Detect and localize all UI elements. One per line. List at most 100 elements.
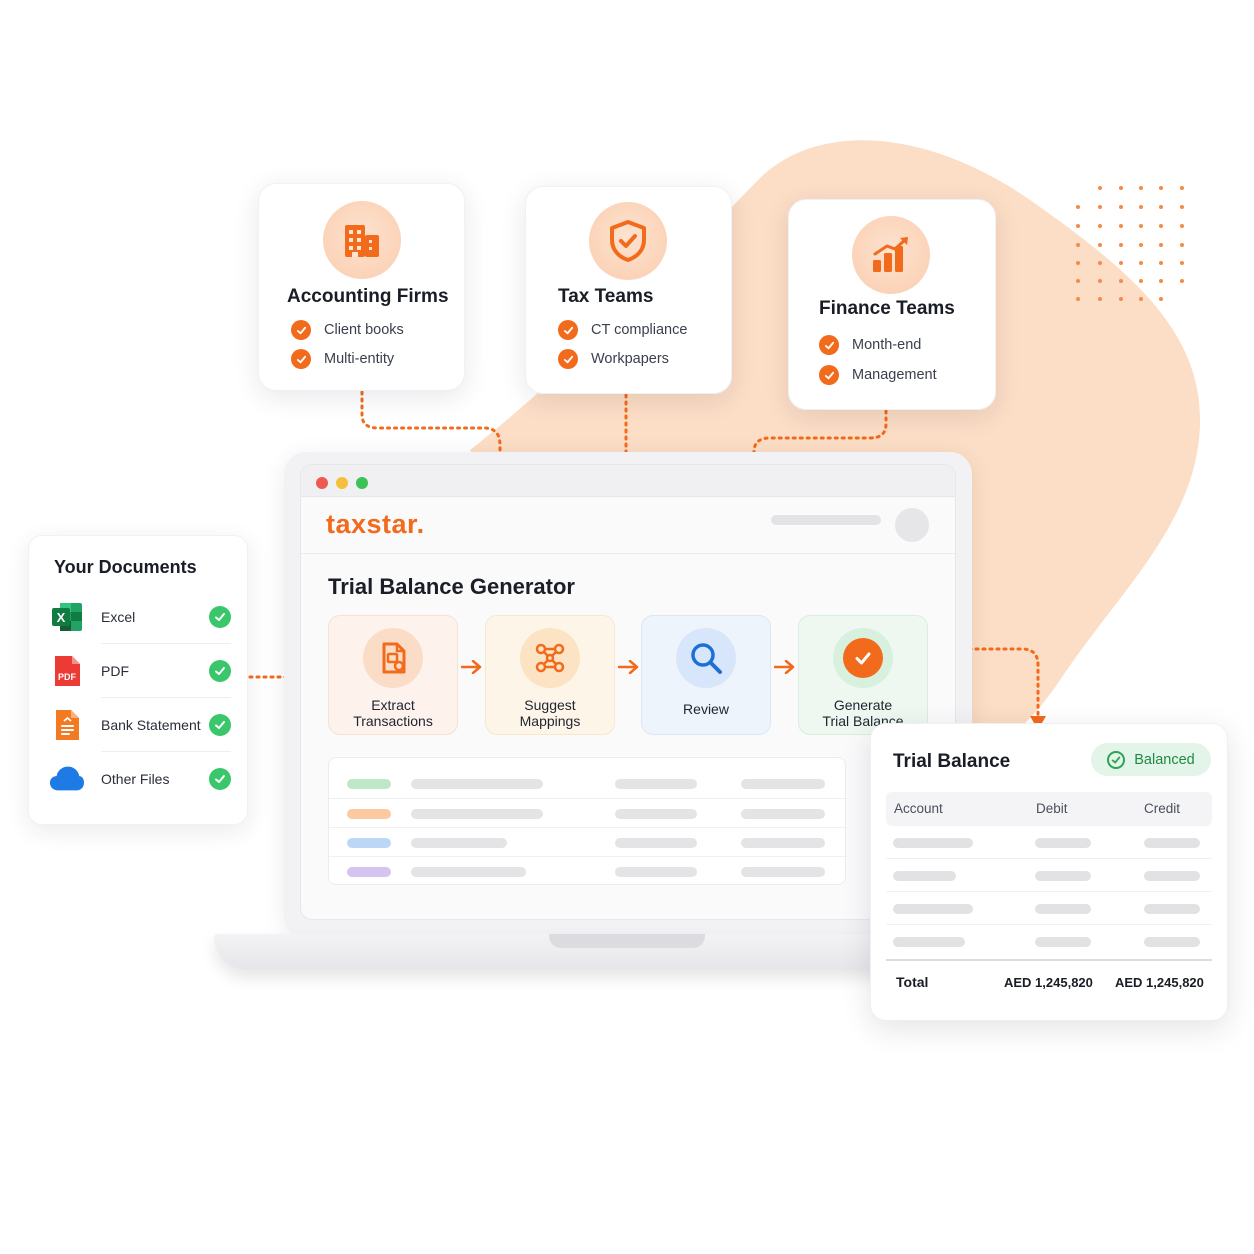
step-extract-transactions[interactable]: Extract Transactions [328, 615, 458, 735]
placeholder-text [615, 809, 697, 819]
placeholder-text [411, 809, 543, 819]
document-item-bank-statement[interactable]: Bank Statement [49, 698, 231, 752]
dot [1098, 297, 1102, 301]
persona-title: Finance Teams [819, 298, 955, 319]
dot [1159, 224, 1163, 228]
placeholder-text [1035, 871, 1091, 881]
placeholder-text [615, 838, 697, 848]
step-label: Extract Transactions [353, 697, 433, 729]
check-icon [291, 320, 311, 340]
row-tag [347, 779, 391, 789]
dot [1180, 186, 1184, 190]
step-generate-trial-balance[interactable]: Generate Trial Balance [798, 615, 928, 735]
excel-icon: X [49, 599, 85, 635]
dot [1139, 224, 1143, 228]
column-header-debit: Debit [1036, 801, 1068, 816]
document-extract-icon [363, 628, 423, 688]
table-row [886, 826, 1212, 859]
total-label: Total [896, 974, 929, 990]
dot [1098, 261, 1102, 265]
persona-item-label: Multi-entity [324, 351, 395, 367]
step-label: Review [683, 701, 729, 717]
dot [1180, 224, 1184, 228]
window-close-button[interactable] [316, 477, 328, 489]
dot [1119, 279, 1123, 283]
dot [1159, 261, 1163, 265]
dot [1180, 279, 1184, 283]
brand-logo: taxstar. [326, 509, 425, 539]
connector-finance [752, 409, 888, 454]
dot [1119, 205, 1123, 209]
placeholder-text [411, 838, 507, 848]
placeholder-text [741, 779, 825, 789]
row-tag [347, 838, 391, 848]
persona-title: Tax Teams [558, 286, 654, 307]
cloud-icon [49, 761, 85, 797]
check-icon [209, 714, 231, 736]
dot [1076, 279, 1080, 283]
placeholder-text [1144, 871, 1200, 881]
table-row [886, 892, 1212, 925]
pdf-icon-label: PDF [58, 672, 77, 682]
dot [1159, 205, 1163, 209]
connector-output [953, 647, 1040, 718]
dot-grid-decoration [1076, 186, 1184, 301]
documents-title: Your Documents [54, 557, 197, 577]
check-icon [209, 660, 231, 682]
document-label: Excel [101, 609, 136, 625]
dot [1076, 297, 1080, 301]
column-header-credit: Credit [1144, 801, 1181, 816]
document-item-excel[interactable]: X Excel [49, 590, 231, 644]
bar-chart-growth-icon [852, 216, 930, 294]
check-circle-icon [833, 628, 893, 688]
dot [1098, 186, 1102, 190]
building-icon [323, 201, 401, 279]
document-item-pdf[interactable]: PDF PDF [49, 644, 231, 698]
dot [1180, 261, 1184, 265]
search-placeholder[interactable] [771, 515, 881, 525]
dot [1098, 205, 1102, 209]
placeholder-text [1144, 937, 1200, 947]
table-row [886, 859, 1212, 892]
total-credit: AED 1,245,820 [1115, 975, 1204, 990]
window-maximize-button[interactable] [356, 477, 368, 489]
dot [1139, 279, 1143, 283]
row-tag [347, 809, 391, 819]
placeholder-text [893, 871, 956, 881]
avatar[interactable] [895, 508, 929, 542]
persona-item-label: Month-end [852, 337, 922, 353]
dot [1076, 243, 1080, 247]
dot [1119, 243, 1123, 247]
document-label: Bank Statement [101, 717, 201, 733]
trial-balance-title: Trial Balance [893, 751, 1011, 772]
document-item-other-files[interactable]: Other Files [49, 752, 231, 806]
window-minimize-button[interactable] [336, 477, 348, 489]
pdf-icon: PDF [49, 653, 85, 689]
table-row [329, 769, 847, 798]
dot [1180, 205, 1184, 209]
placeholder-text [893, 838, 973, 848]
dot [1076, 261, 1080, 265]
bank-statement-icon [49, 707, 85, 743]
magnifier-icon [676, 628, 736, 688]
table-row [329, 798, 847, 827]
excel-icon-letter: X [57, 610, 66, 625]
table-header: Account Debit Credit [886, 792, 1212, 826]
dot [1139, 243, 1143, 247]
step-review[interactable]: Review [641, 615, 771, 735]
total-divider [886, 959, 1212, 961]
dot [1159, 243, 1163, 247]
placeholder-text [1035, 937, 1091, 947]
placeholder-text [1144, 904, 1200, 914]
check-circle-icon [1107, 750, 1126, 769]
step-suggest-mappings[interactable]: Suggest Mappings [485, 615, 615, 735]
shield-check-icon [589, 202, 667, 280]
dot [1119, 224, 1123, 228]
dot [1098, 224, 1102, 228]
dot [1139, 205, 1143, 209]
persona-item-label: Management [852, 367, 937, 383]
document-label: Other Files [101, 771, 170, 787]
persona-card-finance-teams: Finance Teams Month-end Management [788, 199, 996, 410]
arrow-right-icon [774, 660, 795, 674]
placeholder-text [1035, 838, 1091, 848]
